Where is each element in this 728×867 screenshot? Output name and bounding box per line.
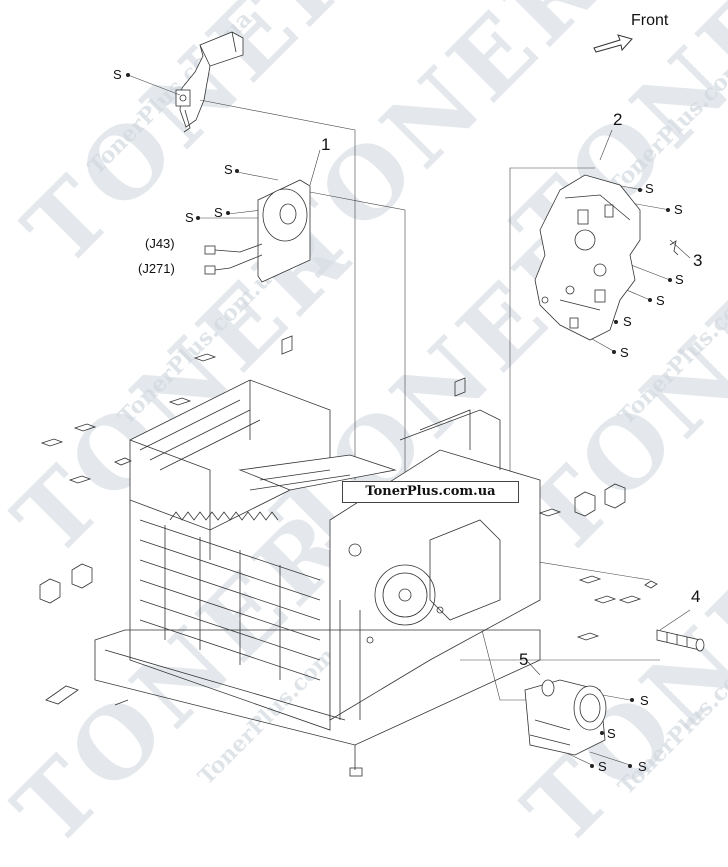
screw-label: S — [656, 293, 665, 308]
connector-label-j43: (J43) — [145, 236, 175, 251]
screw-label: S — [674, 202, 683, 217]
callout-2: 2 — [613, 110, 623, 129]
callout-1: 1 — [321, 135, 331, 154]
screw-label: S — [638, 759, 647, 774]
callout-4: 4 — [691, 587, 701, 606]
screw-label: S — [598, 759, 607, 774]
gear-assembly — [524, 679, 607, 756]
front-direction-label: Front — [631, 12, 669, 29]
callout-3: 3 — [693, 251, 703, 270]
drive-gear-plate — [534, 174, 679, 341]
screw-label: S — [675, 272, 684, 287]
air-duct-part — [175, 31, 244, 133]
screw-label: S — [620, 345, 629, 360]
exploded-parts-diagram — [39, 31, 705, 777]
clip-parts — [39, 335, 658, 705]
screw-label: S — [607, 726, 616, 741]
screw-label: S — [214, 205, 223, 220]
main-motor — [204, 179, 311, 283]
screw-label: S — [623, 314, 632, 329]
callout-5: 5 — [519, 650, 529, 669]
site-banner: TonerPlus.com.ua — [342, 481, 519, 503]
printer-frame — [129, 379, 397, 731]
screw-label: S — [185, 210, 194, 225]
gear-shaft — [656, 629, 705, 652]
screw-label: S — [113, 67, 122, 82]
screw-label: S — [224, 162, 233, 177]
screw-label: S — [645, 181, 654, 196]
base-plate — [94, 629, 541, 777]
screw-label: S — [640, 693, 649, 708]
right-side-frame — [329, 409, 541, 721]
front-arrow-icon — [593, 34, 633, 53]
connector-label-j271: (J271) — [138, 261, 175, 276]
screw-dots — [126, 73, 672, 768]
